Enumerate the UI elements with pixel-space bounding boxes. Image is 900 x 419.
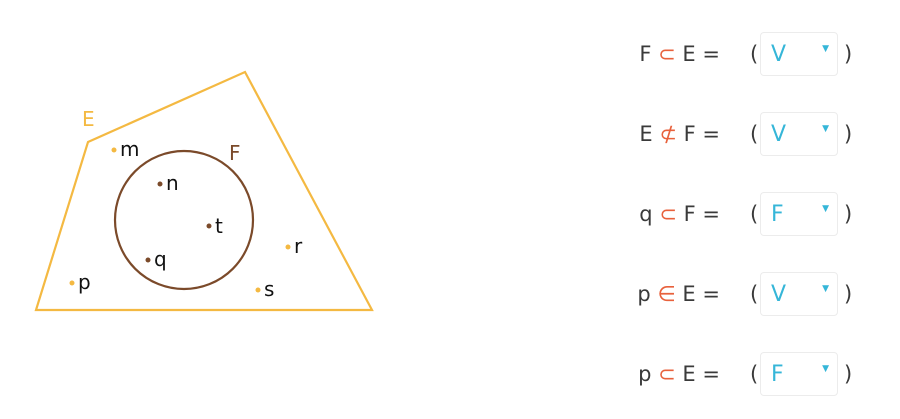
- element-of-operator: ∈: [657, 282, 676, 306]
- chevron-down-icon: ▼: [822, 364, 829, 374]
- set-f-outline: [113, 149, 255, 291]
- statement-5-expression: p ⊂ E =: [600, 362, 720, 386]
- chevron-down-icon: ▼: [822, 44, 829, 54]
- answer-dropdown-3[interactable]: F ▼: [760, 192, 838, 236]
- set-f-label: F: [229, 141, 241, 165]
- point-r: r: [285, 234, 303, 258]
- close-paren: ): [844, 202, 853, 226]
- point-p: p: [69, 270, 91, 294]
- equals-sign: =: [702, 362, 720, 386]
- statement-3-expression: q ⊂ F =: [600, 202, 720, 226]
- statement-4: p ∈ E = ( V ▼ ): [600, 271, 880, 317]
- point-p-label: p: [78, 270, 91, 294]
- statement-2-left: E: [639, 122, 653, 146]
- point-s-dot: [255, 287, 261, 293]
- statement-5-right: E: [682, 362, 696, 386]
- equals-sign: =: [702, 202, 720, 226]
- statement-1-expression: F ⊂ E =: [600, 42, 720, 66]
- open-paren: (: [750, 202, 759, 226]
- answer-dropdown-5[interactable]: F ▼: [760, 352, 838, 396]
- subset-operator: ⊂: [658, 362, 676, 386]
- statement-2-right: F: [683, 122, 696, 146]
- point-n: n: [157, 171, 179, 195]
- chevron-down-icon: ▼: [822, 204, 829, 214]
- point-n-label: n: [166, 171, 179, 195]
- point-m-dot: [111, 147, 117, 153]
- answer-dropdown-1[interactable]: V ▼: [760, 32, 838, 76]
- statement-3-right: F: [683, 202, 696, 226]
- point-q: q: [145, 247, 167, 271]
- statement-4-right: E: [682, 282, 696, 306]
- answer-value-2: V: [771, 121, 787, 147]
- close-paren: ): [844, 122, 853, 146]
- point-q-label: q: [154, 247, 167, 271]
- equals-sign: =: [702, 282, 720, 306]
- statement-4-left: p: [637, 282, 651, 306]
- close-paren: ): [844, 42, 853, 66]
- statement-5-left: p: [638, 362, 652, 386]
- set-e-outline: [34, 70, 374, 312]
- point-r-label: r: [294, 234, 303, 258]
- statement-3-left: q: [639, 202, 653, 226]
- point-q-dot: [145, 257, 151, 263]
- point-r-dot: [285, 244, 291, 250]
- subset-operator: ⊂: [659, 202, 677, 226]
- point-s-label: s: [264, 277, 274, 301]
- open-paren: (: [750, 282, 759, 306]
- point-p-dot: [69, 280, 75, 286]
- point-m-label: m: [120, 137, 139, 161]
- point-t-dot: [206, 223, 212, 229]
- set-e-label: E: [82, 107, 95, 131]
- answer-value-4: V: [771, 281, 787, 307]
- answer-dropdown-2[interactable]: V ▼: [760, 112, 838, 156]
- open-paren: (: [750, 122, 759, 146]
- statement-1-right: E: [682, 42, 696, 66]
- chevron-down-icon: ▼: [822, 284, 829, 294]
- statement-1: F ⊂ E = ( V ▼ ): [600, 31, 880, 77]
- statement-1-left: F: [639, 42, 652, 66]
- statement-2: E ⊄ F = ( V ▼ ): [600, 111, 880, 157]
- answer-value-3: F: [771, 201, 784, 227]
- point-n-dot: [157, 181, 163, 187]
- close-paren: ): [844, 362, 853, 386]
- answer-value-5: F: [771, 361, 784, 387]
- equals-sign: =: [702, 42, 720, 66]
- chevron-down-icon: ▼: [822, 124, 829, 134]
- subset-operator: ⊂: [658, 42, 676, 66]
- statement-5: p ⊂ E = ( F ▼ ): [600, 351, 880, 397]
- point-m: m: [111, 137, 139, 161]
- point-t: t: [206, 214, 223, 238]
- statement-4-expression: p ∈ E =: [600, 282, 720, 306]
- open-paren: (: [750, 362, 759, 386]
- point-t-label: t: [215, 214, 223, 238]
- point-s: s: [255, 277, 274, 301]
- statement-2-expression: E ⊄ F =: [600, 122, 720, 146]
- answer-dropdown-4[interactable]: V ▼: [760, 272, 838, 316]
- not-subset-operator: ⊄: [659, 122, 677, 146]
- open-paren: (: [750, 42, 759, 66]
- close-paren: ): [844, 282, 853, 306]
- venn-diagram: E F m n t q r p s: [34, 70, 374, 312]
- answer-value-1: V: [771, 41, 787, 67]
- equals-sign: =: [702, 122, 720, 146]
- statement-3: q ⊂ F = ( F ▼ ): [600, 191, 880, 237]
